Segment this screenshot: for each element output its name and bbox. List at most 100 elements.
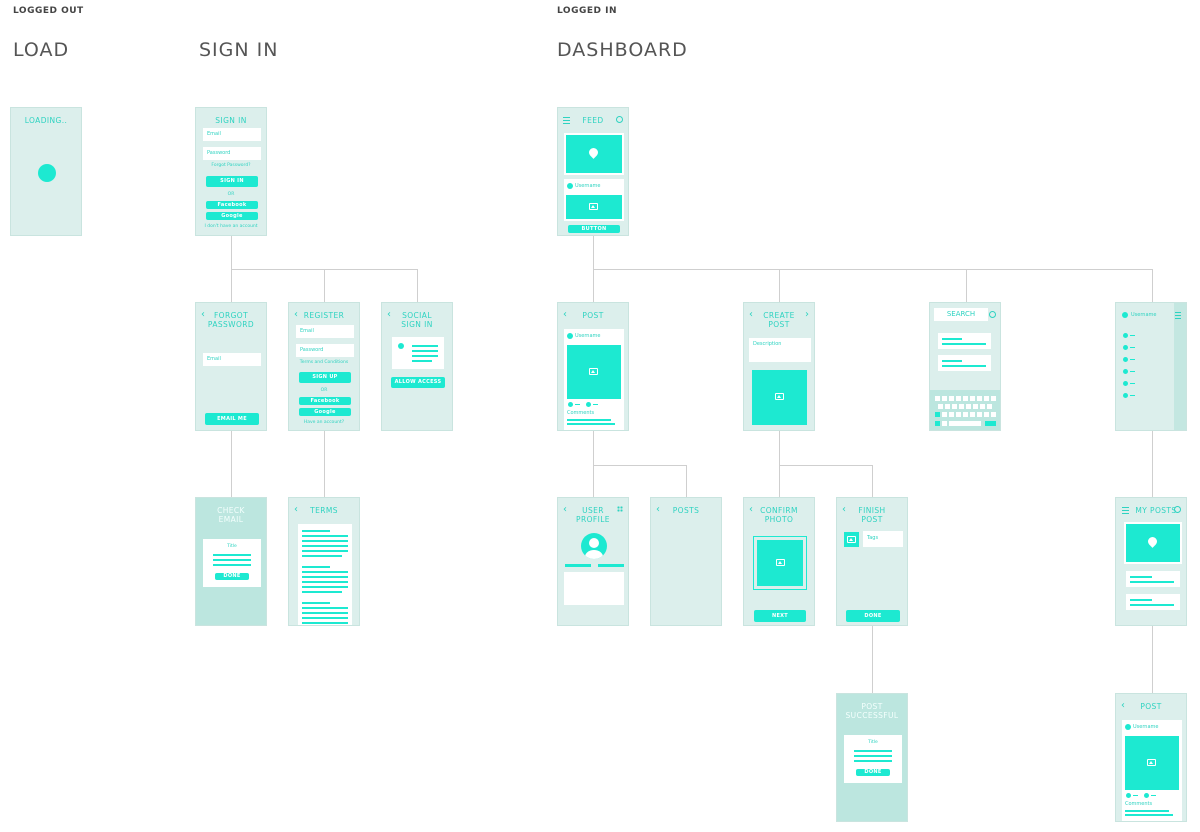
back-chevron-icon[interactable]: ‹ [656, 504, 660, 515]
search-input[interactable]: SEARCH [934, 308, 988, 321]
like-icon[interactable] [1126, 793, 1131, 798]
google-button[interactable]: Google [206, 212, 258, 220]
hamburger-menu-icon[interactable] [1122, 507, 1129, 514]
hamburger-menu-icon[interactable] [1175, 312, 1181, 319]
feed-card-post[interactable]: Username [564, 179, 624, 221]
terms-link[interactable]: Terms and Conditions [299, 360, 349, 365]
search-result[interactable] [938, 355, 991, 371]
back-chevron-icon[interactable]: ‹ [1121, 700, 1125, 711]
logged-out-label: LOGGED OUT [13, 6, 84, 16]
photo-upload[interactable] [752, 370, 807, 425]
feed-button[interactable]: BUTTON [568, 225, 620, 233]
dialog-card: Title DONE [203, 539, 261, 587]
post-successful-screen: POST SUCCESSFUL Title DONE [836, 693, 908, 822]
social-sign-in-screen: ‹ SOCIAL SIGN IN ALLOW ACCESS [381, 302, 453, 431]
logged-in-label: LOGGED IN [557, 6, 617, 16]
user-profile-screen: ‹ USER PROFILE [557, 497, 629, 626]
user-icon [1125, 724, 1131, 730]
menu-item-icon[interactable] [1123, 381, 1128, 386]
my-post-card-map[interactable] [1124, 522, 1182, 564]
menu-item-icon[interactable] [1123, 393, 1128, 398]
sign-in-button[interactable]: SIGN IN [206, 176, 258, 187]
confirm-photo-title: CONFIRM PHOTO [760, 506, 798, 524]
hamburger-menu-icon[interactable] [563, 117, 570, 124]
facebook-button[interactable]: Facebook [299, 397, 351, 405]
terms-title: TERMS [310, 506, 338, 515]
my-posts-screen: MY POSTS [1115, 497, 1187, 626]
keyboard[interactable] [930, 390, 1000, 430]
side-menu-screen: Username [1115, 302, 1187, 431]
menu-item-icon[interactable] [1123, 333, 1128, 338]
forgot-password-link[interactable]: Forgot Password? [211, 163, 251, 168]
comment-icon[interactable] [586, 402, 591, 407]
back-chevron-icon[interactable]: ‹ [749, 309, 753, 320]
back-chevron-icon[interactable]: ‹ [387, 309, 391, 320]
user-profile-title: USER PROFILE [576, 506, 610, 524]
email-me-button[interactable]: EMAIL ME [205, 413, 259, 425]
allow-access-button[interactable]: ALLOW ACCESS [391, 377, 445, 388]
done-button[interactable]: DONE [856, 769, 890, 776]
description-field[interactable]: Description [749, 338, 811, 362]
load-heading: LOAD [13, 39, 70, 61]
forgot-password-screen: ‹ FORGOT PASSWORD Email EMAIL ME [195, 302, 267, 431]
post-title: POST [1140, 702, 1162, 711]
confirm-photo-screen: ‹ CONFIRM PHOTO NEXT [743, 497, 815, 626]
next-button[interactable]: NEXT [754, 610, 806, 622]
post-card: Username Comments [1122, 720, 1182, 821]
back-chevron-icon[interactable]: ‹ [563, 504, 567, 515]
loading-spinner [38, 164, 56, 182]
have-account-link[interactable]: Have an account? [303, 420, 345, 425]
comments-label: Comments [567, 410, 595, 416]
no-account-link[interactable]: I don't have an account [204, 224, 258, 229]
photo-thumbnail [844, 532, 859, 547]
my-posts-title: MY POSTS [1135, 506, 1177, 515]
social-title: SOCIAL SIGN IN [401, 311, 433, 329]
email-field[interactable]: Email [296, 325, 354, 338]
back-chevron-icon[interactable]: ‹ [294, 504, 298, 515]
back-chevron-icon[interactable]: ‹ [842, 504, 846, 515]
feed-card-map[interactable] [564, 133, 624, 175]
search-icon[interactable] [989, 311, 996, 318]
menu-item-icon[interactable] [1123, 357, 1128, 362]
menu-item-icon[interactable] [1123, 369, 1128, 374]
email-field[interactable]: Email [203, 128, 261, 141]
facebook-button[interactable]: Facebook [206, 201, 258, 209]
done-button[interactable]: DONE [846, 610, 900, 622]
check-email-screen: CHECK EMAIL Title DONE [195, 497, 267, 626]
search-screen: SEARCH [929, 302, 1001, 431]
menu-item-icon[interactable] [1123, 345, 1128, 350]
dashboard-heading: DASHBOARD [557, 39, 688, 61]
tags-field[interactable]: Tags [863, 531, 903, 547]
check-email-title: CHECK EMAIL [217, 506, 245, 524]
or-divider: OR [227, 192, 235, 197]
comment-icon[interactable] [1144, 793, 1149, 798]
menu-username: Username [1131, 312, 1157, 318]
post-card: Username Comments [564, 329, 624, 430]
post-image [1125, 736, 1179, 790]
back-chevron-icon[interactable]: ‹ [294, 309, 298, 320]
back-chevron-icon[interactable]: ‹ [201, 309, 205, 320]
sign-in-title: SIGN IN [215, 116, 247, 125]
search-result[interactable] [938, 333, 991, 349]
password-field[interactable]: Password [296, 344, 354, 357]
done-button[interactable]: DONE [215, 573, 249, 580]
user-icon [398, 343, 404, 349]
dialog-title: Title [868, 740, 878, 745]
like-icon[interactable] [568, 402, 573, 407]
my-post-item[interactable] [1126, 594, 1180, 610]
google-button[interactable]: Google [299, 408, 351, 416]
sign-up-button[interactable]: SIGN UP [299, 372, 351, 383]
tags-placeholder: Tags [867, 535, 879, 541]
search-icon[interactable] [616, 116, 623, 123]
back-chevron-icon[interactable]: ‹ [563, 309, 567, 320]
back-chevron-icon[interactable]: ‹ [749, 504, 753, 515]
comments-label: Comments [1125, 801, 1153, 807]
grid-icon[interactable] [617, 506, 623, 512]
forward-chevron-icon[interactable]: › [805, 309, 809, 320]
search-icon[interactable] [1174, 506, 1181, 513]
my-post-item[interactable] [1126, 571, 1180, 587]
photo-icon [776, 559, 785, 566]
email-field[interactable]: Email [203, 353, 261, 366]
register-screen: ‹ REGISTER Email Password Terms and Cond… [288, 302, 360, 431]
password-field[interactable]: Password [203, 147, 261, 160]
